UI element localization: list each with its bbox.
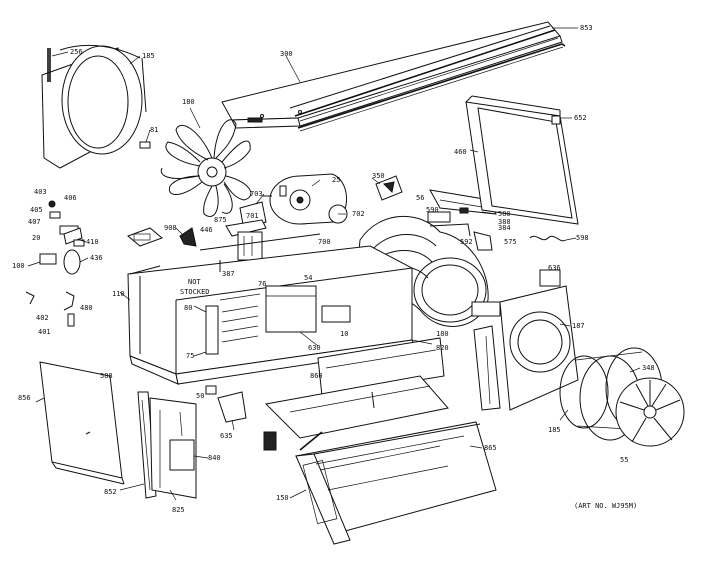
front-grille-865 xyxy=(295,421,497,545)
label-406: 406 xyxy=(64,194,77,202)
label-403: 403 xyxy=(34,188,47,196)
fan-blade-55 xyxy=(615,377,685,447)
label-384: 384 xyxy=(498,224,511,232)
label-10: 10 xyxy=(340,330,348,338)
callout-labels: 256 185 300 853 652 460 180 81 703 25 35… xyxy=(12,24,655,514)
label-588: 588 xyxy=(100,372,113,380)
rail-853 xyxy=(297,43,566,132)
panel-460 xyxy=(465,95,579,225)
label-25: 25 xyxy=(332,176,340,184)
control-group-403 xyxy=(25,200,85,327)
panel-825 xyxy=(149,397,197,499)
label-840: 840 xyxy=(208,454,221,462)
side-panel-856 xyxy=(39,361,125,485)
label-187: 187 xyxy=(572,322,585,330)
label-80: 80 xyxy=(184,304,192,312)
label-590: 590 xyxy=(426,206,439,214)
label-50: 50 xyxy=(196,392,204,400)
label-407: 407 xyxy=(28,218,41,226)
label-825: 825 xyxy=(172,506,185,514)
part-575 xyxy=(473,231,493,251)
label-150: 150 xyxy=(276,494,289,502)
label-100: 100 xyxy=(12,262,25,270)
leader-lines xyxy=(27,27,641,501)
label-300: 300 xyxy=(280,50,293,58)
fan-blade-180 xyxy=(160,119,252,217)
part-592 xyxy=(429,223,471,237)
label-110: 110 xyxy=(112,290,125,298)
label-180-top: 180 xyxy=(182,98,195,106)
part-446 xyxy=(179,227,197,247)
label-636: 636 xyxy=(548,264,561,272)
label-350: 350 xyxy=(372,172,385,180)
label-387: 387 xyxy=(222,270,235,278)
label-630: 630 xyxy=(308,344,321,352)
label-701: 701 xyxy=(246,212,259,220)
label-865: 865 xyxy=(484,444,497,452)
part-908 xyxy=(127,227,163,247)
label-54: 54 xyxy=(304,274,312,282)
label-388: 388 xyxy=(498,218,511,226)
label-401: 401 xyxy=(38,328,51,336)
label-446: 446 xyxy=(200,226,213,234)
label-55: 55 xyxy=(620,456,628,464)
label-480: 480 xyxy=(80,304,93,312)
spring-598 xyxy=(529,235,567,242)
label-75: 75 xyxy=(186,352,194,360)
label-908: 908 xyxy=(164,224,177,232)
part-50 xyxy=(205,385,217,395)
label-460: 460 xyxy=(454,148,467,156)
label-410: 410 xyxy=(86,238,99,246)
label-not-stocked: NOT STOCKED xyxy=(180,278,210,296)
label-256: 256 xyxy=(70,48,83,56)
base-chassis-110 xyxy=(127,233,417,385)
label-875: 875 xyxy=(214,216,227,224)
panel-860 xyxy=(264,375,449,439)
label-635: 635 xyxy=(220,432,233,440)
duct-820 xyxy=(317,337,445,397)
bracket-635 xyxy=(217,391,247,423)
bracket-875 xyxy=(225,219,267,261)
housing-187 xyxy=(473,269,579,411)
top-cover-300 xyxy=(221,21,563,129)
label-856: 856 xyxy=(18,394,31,402)
part-81 xyxy=(139,141,151,149)
part-590 xyxy=(427,207,469,223)
label-185-right: 185 xyxy=(548,426,561,434)
block-588 xyxy=(263,431,277,451)
label-820: 820 xyxy=(436,344,449,352)
label-575: 575 xyxy=(504,238,517,246)
label-348: 348 xyxy=(642,364,655,372)
label-20: 20 xyxy=(32,234,40,242)
label-81: 81 xyxy=(150,126,158,134)
label-402: 402 xyxy=(36,314,49,322)
label-703: 703 xyxy=(250,190,263,198)
label-592: 592 xyxy=(460,238,473,246)
label-852: 852 xyxy=(104,488,117,496)
label-700: 700 xyxy=(318,238,331,246)
label-56: 56 xyxy=(416,194,424,202)
label-652: 652 xyxy=(574,114,587,122)
label-436: 436 xyxy=(90,254,103,262)
label-580: 580 xyxy=(498,210,511,218)
label-853: 853 xyxy=(580,24,593,32)
part-350 xyxy=(375,175,403,201)
art-number: (ART NO. WJ95M) xyxy=(574,502,637,510)
label-185-top: 185 xyxy=(142,52,155,60)
label-180-mid: 180 xyxy=(436,330,449,338)
label-702: 702 xyxy=(352,210,365,218)
label-860: 860 xyxy=(310,372,323,380)
label-76: 76 xyxy=(258,280,266,288)
label-405: 405 xyxy=(30,206,43,214)
label-598: 598 xyxy=(576,234,589,242)
fan-shroud-185 xyxy=(41,44,147,169)
